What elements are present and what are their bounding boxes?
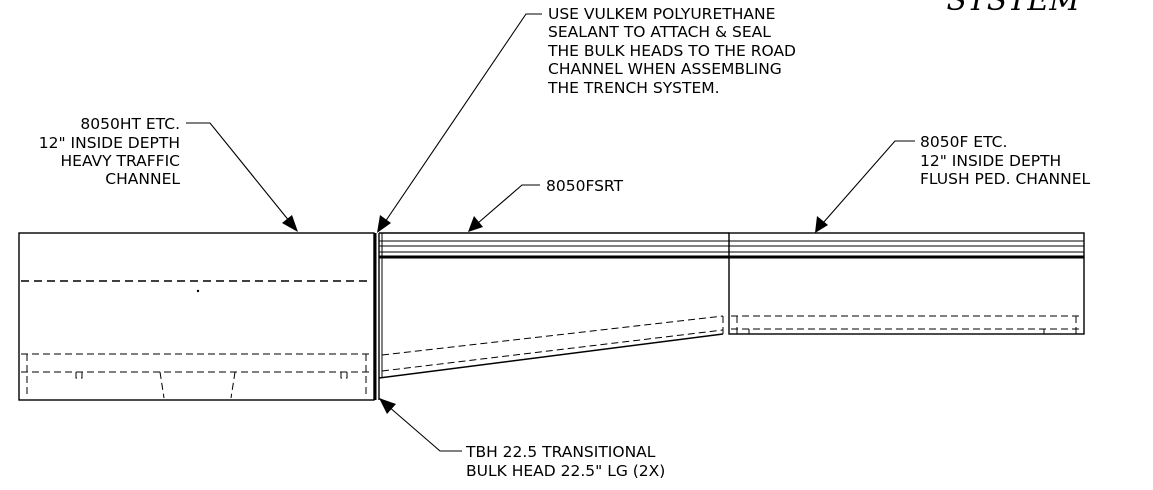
fsrt-leader xyxy=(468,184,540,232)
fsrt-hidden-slope-2 xyxy=(381,329,724,372)
title-fragment: SYSTEM xyxy=(946,0,1081,18)
fsrt-callout: 8050FSRT xyxy=(546,177,624,195)
heavy-traffic-slope-1 xyxy=(159,371,165,399)
heavy-traffic-line-2: 12" INSIDE DEPTH xyxy=(39,134,180,152)
heavy-traffic-channel xyxy=(18,232,375,401)
flush-ped-line-3: FLUSH PED. CHANNEL xyxy=(920,170,1091,188)
flush-ped-line-2: 12" INSIDE DEPTH xyxy=(920,152,1061,170)
sealant-arrowhead xyxy=(377,215,391,233)
heavy-traffic-channel-outline xyxy=(18,232,375,401)
flush-ped-arrowhead xyxy=(815,216,828,233)
flush-ped-channel-outline xyxy=(728,232,1085,335)
heavy-traffic-notch-right xyxy=(340,372,348,379)
heavy-traffic-leader xyxy=(186,122,298,232)
fsrt-hidden-slope-1 xyxy=(381,315,724,356)
sealant-line-3: THE BULK HEADS TO THE ROAD xyxy=(547,42,796,60)
fsrt-arrowhead xyxy=(468,216,483,232)
bulk-head-callout: TBH 22.5 TRANSITIONAL BULK HEAD 22.5" LG… xyxy=(465,443,665,480)
bulk-head-leader xyxy=(379,398,462,452)
heavy-traffic-line-4: CHANNEL xyxy=(105,170,180,188)
sealant-callout: USE VULKEM POLYURETHANE SEALANT TO ATTAC… xyxy=(547,5,796,97)
flush-ped-line-1: 8050F ETC. xyxy=(920,133,1007,151)
heavy-traffic-notch-left xyxy=(75,372,83,379)
heavy-traffic-callout: 8050HT ETC. 12" INSIDE DEPTH HEAVY TRAFF… xyxy=(39,115,181,188)
sealant-line-2: SEALANT TO ATTACH & SEAL xyxy=(548,23,771,41)
heavy-traffic-slope-2 xyxy=(230,371,236,399)
bulk-head-line-2: BULK HEAD 22.5" LG (2X) xyxy=(466,462,665,480)
sealant-line-5: THE TRENCH SYSTEM. xyxy=(547,79,720,97)
fsrt-bottom-slope xyxy=(378,333,724,379)
heavy-traffic-line-1: 8050HT ETC. xyxy=(80,115,180,133)
heavy-traffic-line-3: HEAVY TRAFFIC xyxy=(61,152,181,170)
sealant-line-1: USE VULKEM POLYURETHANE xyxy=(548,5,775,23)
fsrt-line-1: 8050FSRT xyxy=(546,177,624,195)
sealant-leader xyxy=(377,13,542,233)
heavy-traffic-arrowhead xyxy=(282,215,298,232)
bulk-head-line-1: TBH 22.5 TRANSITIONAL xyxy=(465,443,656,461)
bulk-head-arrowhead xyxy=(379,398,396,414)
flush-ped-leader xyxy=(815,140,915,233)
heavy-traffic-center-dot xyxy=(196,289,200,293)
flush-ped-channel xyxy=(728,232,1085,335)
sealant-line-4: CHANNEL WHEN ASSEMBLING xyxy=(548,60,782,78)
flush-ped-callout: 8050F ETC. 12" INSIDE DEPTH FLUSH PED. C… xyxy=(920,133,1091,188)
fsrt-transition-channel xyxy=(378,232,729,379)
